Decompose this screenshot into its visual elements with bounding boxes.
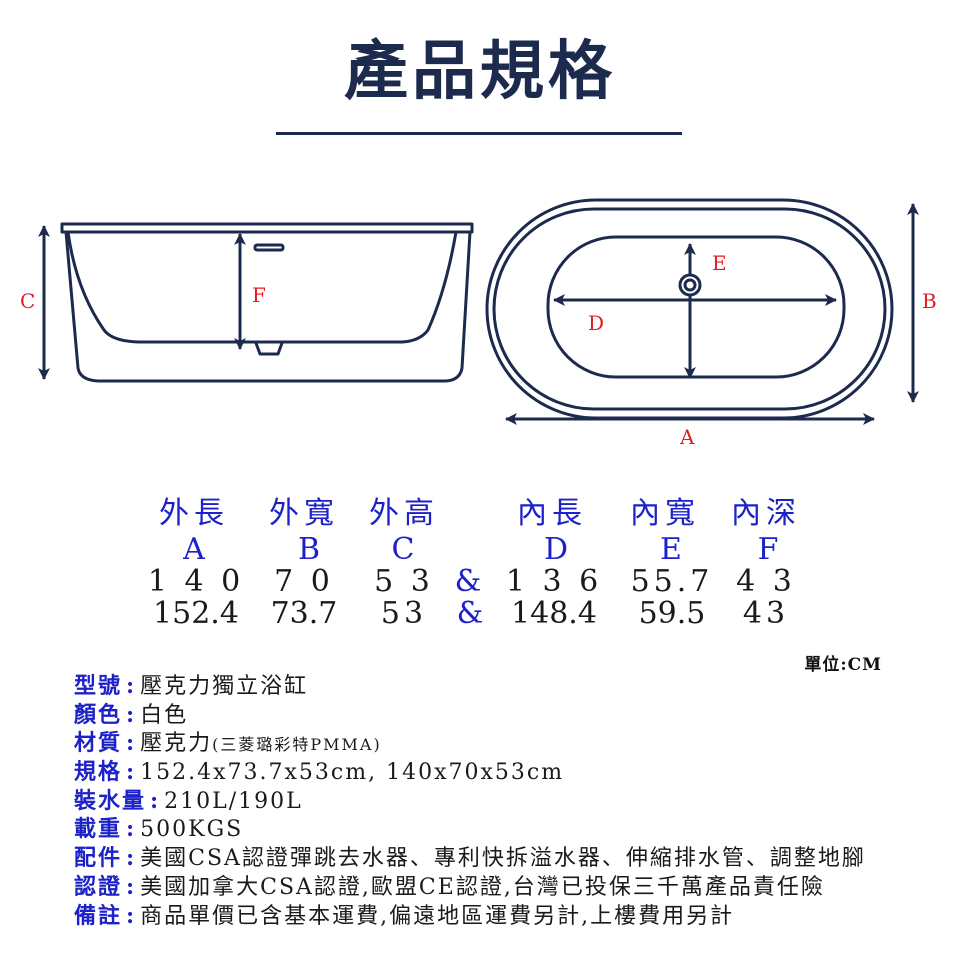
spec-table: 外長 外寬 外高 內長 內寬 內深 A B C D E F 1 4 0 7 0 … (0, 497, 960, 637)
label-d: D (588, 311, 604, 335)
top-view-basin (546, 235, 846, 379)
info-label: 材質 (74, 730, 123, 757)
info-remarks: 備註:商品單價已含基本運費,偏遠地區運費另計,上樓費用另計 (74, 902, 735, 929)
row1-outer-width: 7 0 (274, 564, 334, 599)
title-divider (276, 132, 682, 135)
row2-outer-height: 53 (380, 596, 428, 631)
overflow-slot (253, 243, 285, 252)
info-value: 壓克力 (140, 731, 213, 757)
label-b: B (922, 289, 937, 313)
row2-inner-depth: 43 (742, 596, 790, 631)
row2-inner-length: 148.4 (511, 596, 597, 631)
side-view-inner-basin (66, 231, 458, 344)
label-a: A (679, 425, 695, 449)
unit-label: 單位:CM (804, 655, 882, 675)
info-material: 材質:壓克力(三菱璐彩特PMMA) (74, 730, 382, 757)
header-outer-length: 外長 (159, 496, 229, 531)
bathtub-diagram: C F B A D E (20, 198, 937, 449)
label-f: F (252, 283, 266, 307)
dimension-arrows (38, 203, 919, 425)
info-size: 規格:152.4x73.7x53cm, 140x70x53cm (74, 759, 565, 786)
side-view-outer-shell (64, 231, 472, 383)
header-outer-height: 外高 (369, 496, 439, 531)
letter-c: C (391, 532, 415, 567)
info-value: 壓克力獨立浴缸 (140, 674, 309, 699)
letter-d: D (543, 532, 569, 567)
top-view-inner-rim (492, 207, 887, 411)
letter-f: F (757, 532, 779, 567)
row1-outer-height: 5 3 (374, 564, 434, 599)
header-inner-depth: 內深 (731, 496, 801, 531)
row2-outer-width: 73.7 (270, 596, 338, 631)
row1-inner-length: 1 3 6 (505, 564, 603, 599)
label-c: C (20, 289, 35, 313)
info-load: 載重:500KGS (74, 816, 244, 843)
side-view (60, 222, 474, 383)
product-info-list: 型號:壓克力獨立浴缸 顏色:白色 材質:壓克力(三菱璐彩特PMMA) 規格:15… (74, 672, 934, 930)
info-label: 規格 (74, 759, 123, 786)
label-e: E (712, 251, 727, 275)
drain-outer-ring (678, 273, 702, 297)
info-value: 商品單價已含基本運費,偏遠地區運費另計,上樓費用另計 (140, 903, 735, 929)
info-label: 備註 (74, 902, 123, 929)
row2-outer-length: 152.4 (153, 596, 239, 631)
drain-inner-ring (683, 278, 697, 292)
drain-foot (254, 342, 284, 356)
info-label: 型號 (74, 673, 123, 699)
info-accessories: 配件:美國CSA認證彈跳去水器、專利快拆溢水器、伸縮排水管、調整地腳 (74, 845, 866, 872)
info-model: 型號:壓克力獨立浴缸 (74, 673, 309, 699)
info-value: 美國加拿大CSA認證,歐盟CE認證,台灣已投保三千萬產品責任險 (140, 874, 825, 900)
page-title: 產品規格 (344, 34, 616, 109)
header-inner-length: 內長 (517, 496, 587, 531)
info-value: 美國CSA認證彈跳去水器、專利快拆溢水器、伸縮排水管、調整地腳 (140, 846, 866, 872)
row2-ampersand: & (456, 596, 484, 631)
info-label: 載重 (74, 816, 123, 843)
letter-e: E (660, 532, 682, 567)
info-certification: 認證:美國加拿大CSA認證,歐盟CE認證,台灣已投保三千萬產品責任險 (74, 873, 825, 900)
info-value: 500KGS (140, 817, 244, 843)
info-label: 裝水量 (74, 787, 147, 814)
header-inner-width: 內寬 (630, 496, 700, 531)
info-label: 認證 (74, 873, 123, 900)
row1-inner-depth: 4 3 (736, 564, 796, 599)
row1-inner-width: 55.7 (630, 564, 714, 599)
header-outer-width: 外寬 (269, 496, 339, 531)
info-capacity: 裝水量:210L/190L (74, 787, 303, 814)
letter-a: A (183, 532, 205, 567)
row2-inner-width: 59.5 (638, 596, 706, 631)
letter-b: B (297, 532, 321, 567)
info-value: 白色 (140, 702, 189, 728)
info-value: 152.4x73.7x53cm, 140x70x53cm (140, 760, 565, 786)
info-value: 210L/190L (164, 788, 303, 814)
info-label: 配件 (74, 845, 123, 872)
row1-ampersand: & (454, 564, 486, 599)
side-view-rim (60, 222, 474, 234)
info-note: (三菱璐彩特PMMA) (212, 735, 382, 755)
row1-outer-length: 1 4 0 (147, 564, 245, 599)
info-color: 顏色:白色 (74, 701, 189, 728)
info-label: 顏色 (74, 701, 123, 728)
